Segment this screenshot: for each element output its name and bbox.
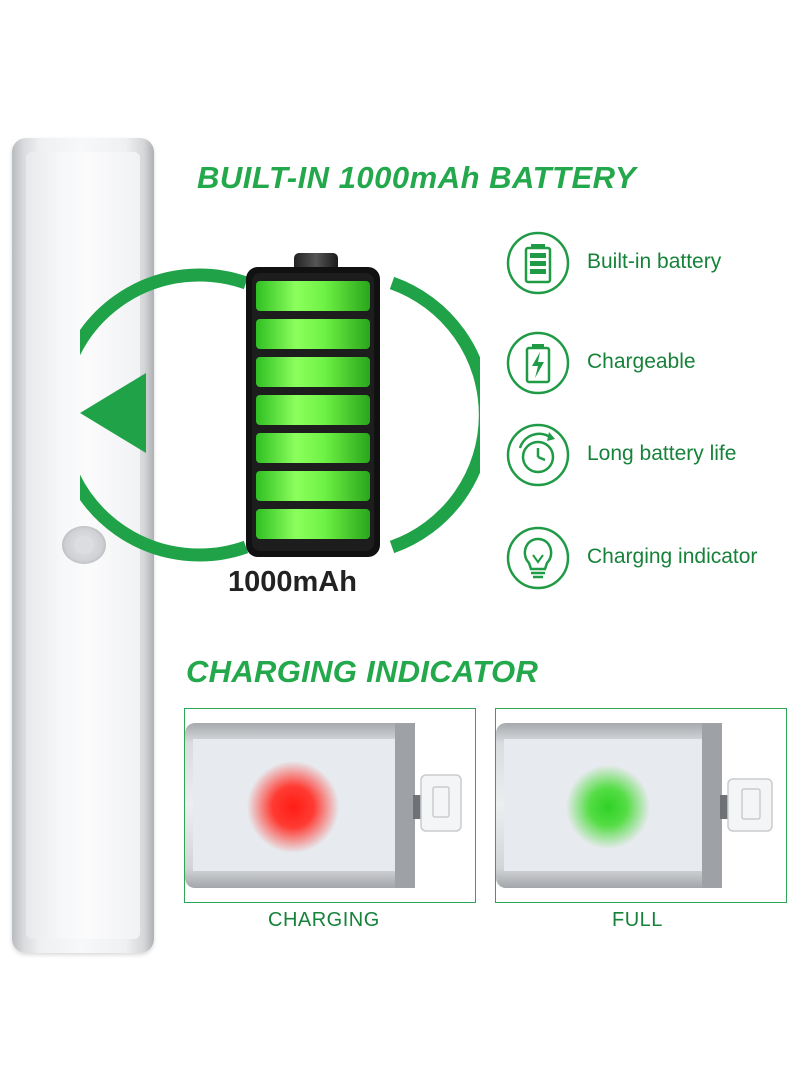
battery-icon xyxy=(506,231,570,295)
battery-cell xyxy=(256,319,370,349)
battery-cell xyxy=(256,433,370,463)
feature-label: Built-in battery xyxy=(587,250,722,273)
feature-built-in-battery: Built-in battery xyxy=(505,230,795,300)
green-arc xyxy=(80,268,480,562)
feature-chargeable: Chargeable xyxy=(505,330,795,400)
charge-battery-icon xyxy=(506,331,570,395)
battery-graphic xyxy=(246,253,380,557)
charging-photo xyxy=(185,723,462,888)
indicator-heading: CHARGING INDICATOR xyxy=(186,654,539,689)
battery-cell xyxy=(256,509,370,539)
battery-cell xyxy=(256,357,370,387)
lightbulb-icon xyxy=(506,526,570,590)
full-state-label: FULL xyxy=(612,909,663,931)
full-photo xyxy=(496,723,773,888)
feature-label: Charging indicator xyxy=(587,545,758,568)
clock-icon xyxy=(506,423,570,487)
feature-charging-indicator: Charging indicator xyxy=(505,525,795,595)
battery-illustration xyxy=(80,253,480,562)
battery-heading: BUILT-IN 1000mAh BATTERY xyxy=(197,160,637,195)
charging-state-panel xyxy=(184,708,476,903)
full-state-panel xyxy=(495,708,787,903)
capacity-label: 1000mAh xyxy=(228,566,357,598)
motion-sensor-lens xyxy=(74,536,94,554)
battery-cell xyxy=(256,281,370,311)
battery-cell xyxy=(256,395,370,425)
feature-label: Chargeable xyxy=(587,350,696,373)
feature-long-battery-life: Long battery life xyxy=(505,422,795,492)
battery-cell xyxy=(256,471,370,501)
charging-state-label: CHARGING xyxy=(268,909,380,931)
feature-label: Long battery life xyxy=(587,442,737,465)
